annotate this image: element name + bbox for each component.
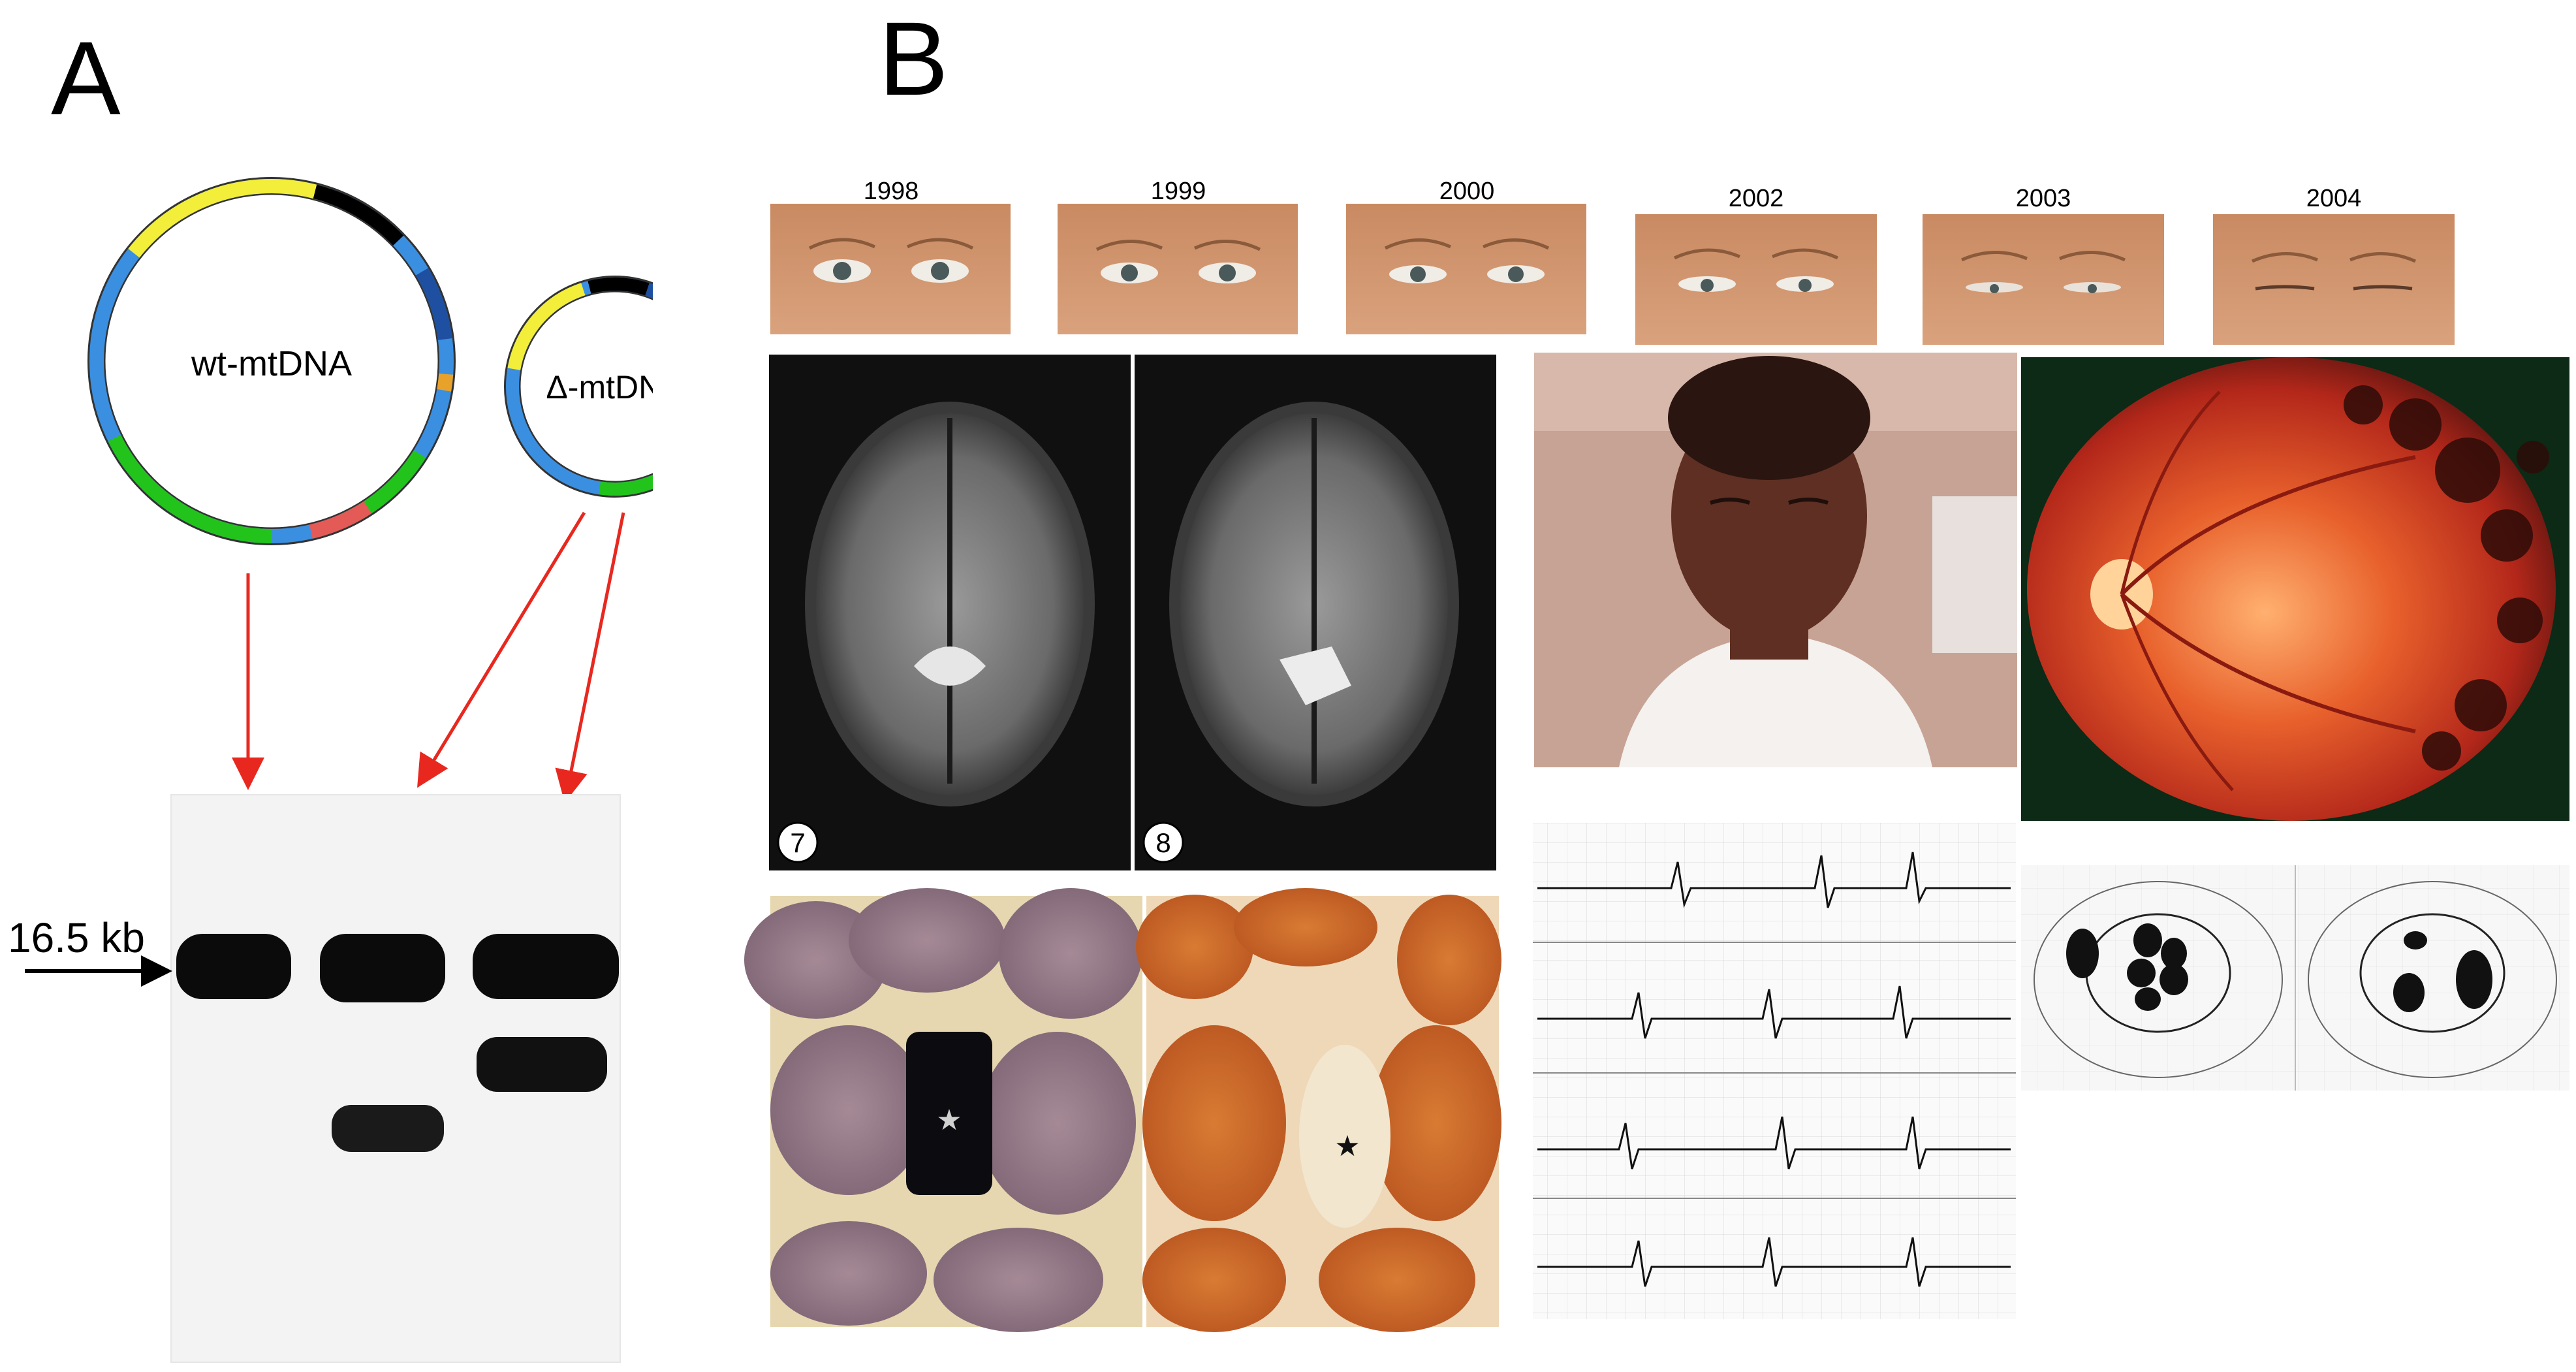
year-label-5: 2003 [2015, 185, 2071, 212]
visual-field-charts [2021, 865, 2569, 1091]
band-lane3-full [473, 934, 619, 999]
year-label-1: 1998 [863, 178, 919, 205]
year-label-6: 2004 [2306, 185, 2362, 212]
year-label-2: 1999 [1150, 178, 1206, 205]
eye-photo-2000 [1346, 204, 1586, 334]
ecg-tracing [1533, 823, 2016, 1319]
mri-scan-7: 7 [769, 355, 1131, 870]
band-lane1-full [176, 934, 291, 999]
retinal-fundus-photo [2021, 357, 2569, 821]
eye-photo-2004 [2213, 214, 2455, 345]
mri-scan-8: 8 [1135, 355, 1496, 870]
band-lane2-deleted [332, 1105, 444, 1152]
delta-mtdna-label: Δ-mtDNA [546, 369, 653, 406]
arrow-delta-lane2 [417, 511, 586, 788]
svg-text:★: ★ [1334, 1130, 1360, 1162]
eye-photo-1998 [770, 204, 1011, 334]
mri-number-8: 8 [1155, 827, 1170, 858]
band-lane3-deleted [477, 1037, 607, 1092]
panel-letter-a: A [51, 20, 121, 136]
eye-photo-1999 [1058, 204, 1298, 334]
eye-photo-2003 [1923, 214, 2164, 345]
eye-photo-2002 [1635, 214, 1877, 345]
marker-label: 16.5 kb [8, 914, 145, 961]
wt-mtdna-circle: wt-mtDNA [87, 177, 456, 545]
panel-a-graphics: wt-mtDNA Δ-mtDNA 16.5 kb [8, 177, 653, 1363]
wt-mtdna-label: wt-mtDNA [191, 344, 352, 383]
arrow-delta-lane3 [555, 512, 625, 803]
svg-text:★: ★ [936, 1104, 962, 1136]
muscle-biopsy-gomori: ★ [744, 888, 1142, 1332]
year-label-3: 2000 [1439, 178, 1495, 205]
band-lane2-full [320, 934, 445, 1002]
patient-photo [1534, 353, 2017, 767]
muscle-biopsy-cox: ★ [1136, 888, 1501, 1332]
mri-number-7: 7 [790, 827, 805, 858]
year-label-4: 2002 [1728, 185, 1784, 212]
southern-blot [170, 794, 621, 1363]
delta-mtdna-circle: Δ-mtDNA [504, 276, 653, 498]
panel-letter-b: B [879, 0, 949, 117]
